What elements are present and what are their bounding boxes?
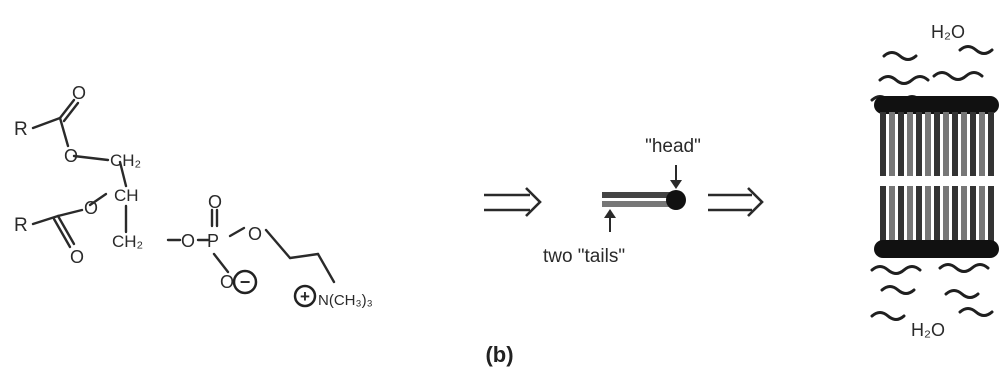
lipid-tail-upper xyxy=(602,192,674,198)
phosphorus-label: P xyxy=(207,231,219,251)
figure-caption: (b) xyxy=(485,342,514,367)
water-label-bottom: H₂O xyxy=(911,320,945,340)
implies-arrow-2 xyxy=(708,187,764,217)
carbonyl-oxygen-top: O xyxy=(72,83,86,103)
water-label-top: H₂O xyxy=(931,22,965,42)
carbonyl-oxygen-bottom: O xyxy=(70,247,84,267)
phosphate-oxygen-right: O xyxy=(248,224,262,244)
head-label: "head" xyxy=(645,136,701,157)
ester-oxygen-top: O xyxy=(64,146,78,166)
bilayer-head-row-bottom xyxy=(874,240,999,258)
bilayer-tails-bottom xyxy=(880,186,994,250)
phosphate-oxygen-left: O xyxy=(181,231,195,251)
tails-label: two "tails" xyxy=(543,246,625,267)
negative-charge-sign: − xyxy=(240,272,251,292)
molecule-atom-labels: R R O O O O CH₂ CH CH₂ O P O O O N(CH₃)₃ xyxy=(14,83,373,309)
ester-oxygen-middle: O xyxy=(84,198,98,218)
ch-label: CH xyxy=(114,186,139,205)
implies-arrow-1 xyxy=(484,187,542,217)
phosphate-oxygen-minus: O xyxy=(220,272,234,292)
phospholipid-structure xyxy=(31,98,336,284)
positive-charge-sign: + xyxy=(300,287,310,306)
r-group-bottom: R xyxy=(14,215,28,236)
positive-charge-icon: + xyxy=(293,284,317,308)
phosphate-oxygen-top: O xyxy=(208,192,222,212)
r-group-top: R xyxy=(14,119,28,140)
lipid-tail-lower xyxy=(602,201,674,207)
amine-label: N(CH₃)₃ xyxy=(318,292,373,309)
negative-charge-icon: − xyxy=(232,269,258,295)
lipid-head-icon xyxy=(666,190,686,210)
lipid-bilayer: H₂O xyxy=(870,22,999,340)
bilayer-head-row-top xyxy=(874,96,999,114)
ch2-bottom-label: CH₂ xyxy=(112,232,143,251)
bilayer-tails-top xyxy=(880,112,994,176)
ch2-top-label: CH₂ xyxy=(110,151,141,170)
schematic-lipid xyxy=(602,165,686,232)
water-waves-bottom xyxy=(870,263,994,321)
